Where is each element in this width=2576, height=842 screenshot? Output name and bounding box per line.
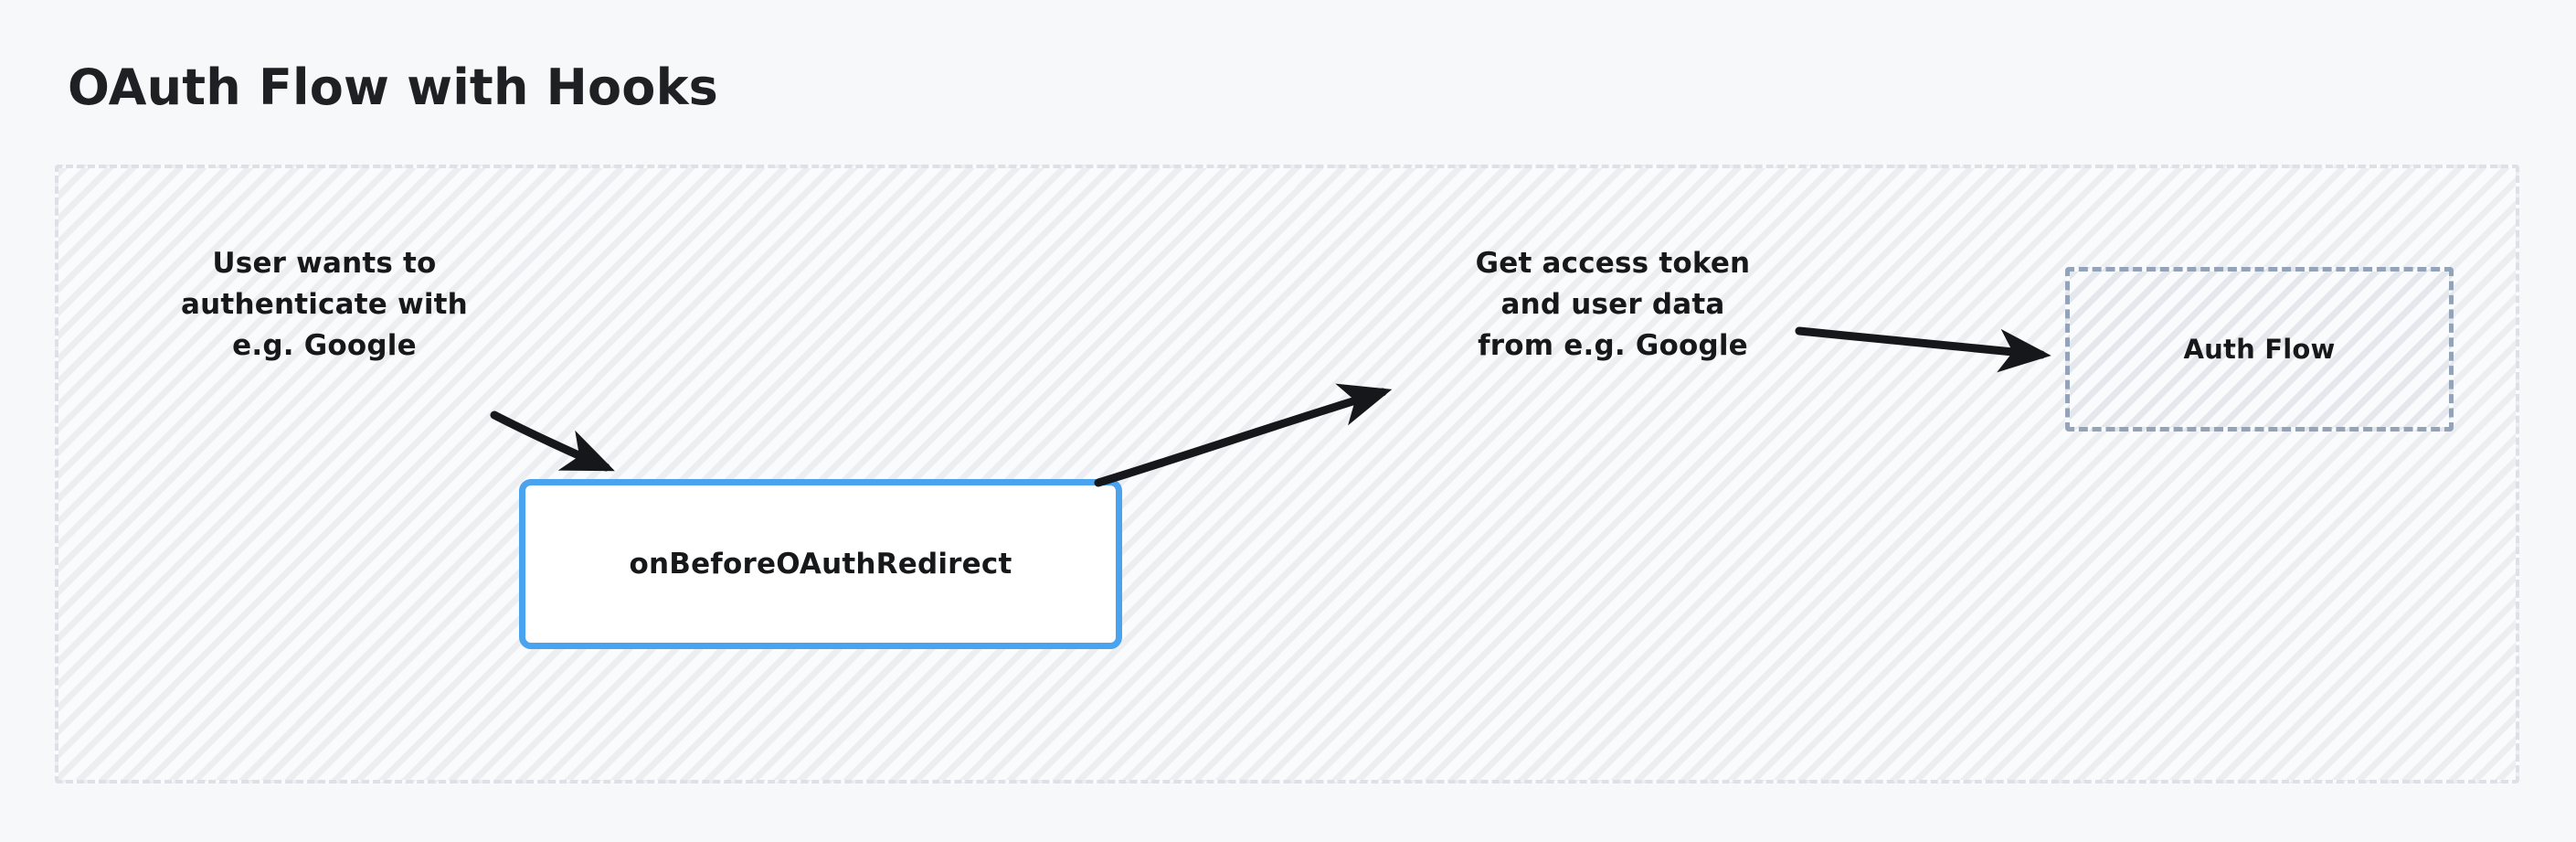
edge-label-token-exchange-line-3: from e.g. Google <box>1478 329 1748 362</box>
edge-label-token-exchange: Get access token and user data from e.g.… <box>1389 243 1837 367</box>
edge-label-token-exchange-line-1: Get access token <box>1475 247 1751 280</box>
edge-label-user-request-line-1: User wants to <box>212 247 437 280</box>
page-title: OAuth Flow with Hooks <box>68 59 719 116</box>
node-auth-flow-label: Auth Flow <box>2183 334 2336 365</box>
edge-label-user-request-line-2: authenticate with <box>181 288 468 321</box>
node-on-before-oauth-redirect[interactable]: onBeforeOAuthRedirect <box>519 479 1122 649</box>
edge-label-user-request-line-3: e.g. Google <box>232 329 417 362</box>
node-on-before-oauth-redirect-label: onBeforeOAuthRedirect <box>629 548 1012 581</box>
edge-label-token-exchange-line-2: and user data <box>1500 288 1725 321</box>
edge-label-user-request: User wants to authenticate with e.g. Goo… <box>101 243 548 367</box>
node-auth-flow[interactable]: Auth Flow <box>2065 267 2454 432</box>
